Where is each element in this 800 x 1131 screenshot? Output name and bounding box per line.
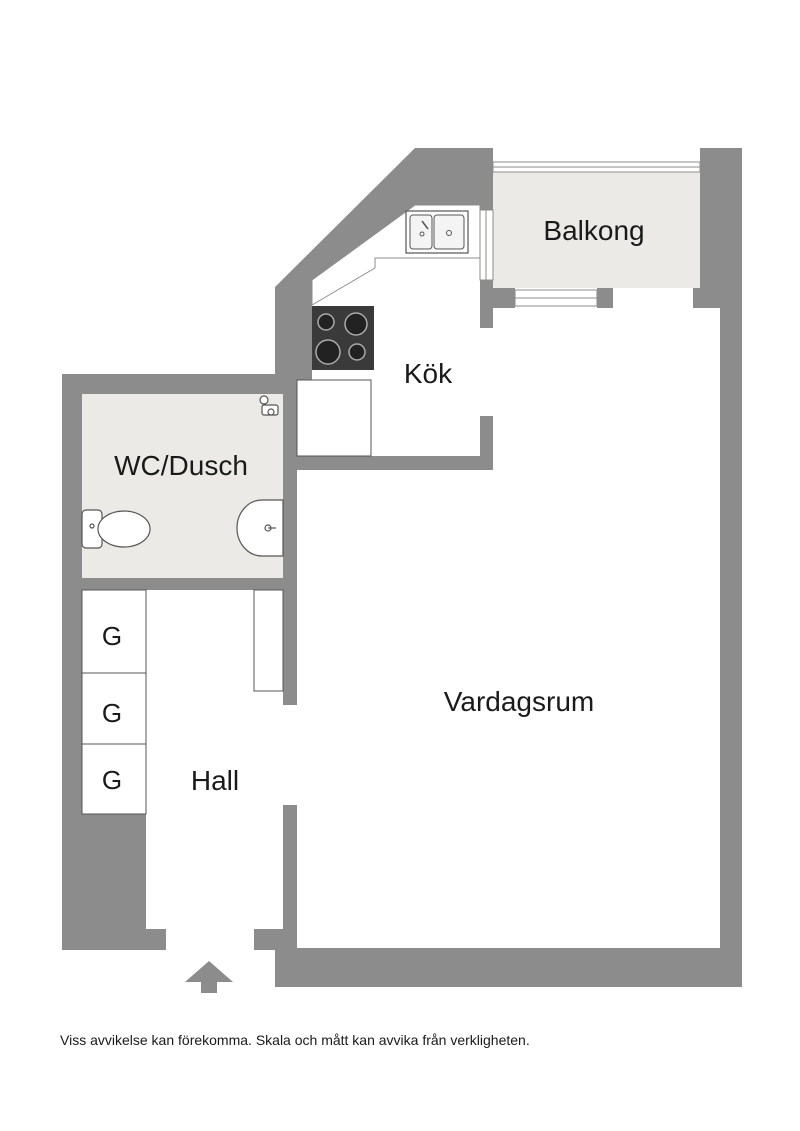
room-label-balkong: Balkong xyxy=(543,215,644,246)
hall-living-opening xyxy=(283,705,303,805)
toilet-icon xyxy=(81,509,151,549)
wall-balcony-left-top xyxy=(480,168,493,208)
kitchen-cabinet xyxy=(296,379,372,457)
wall-balcony-bottom-right xyxy=(597,288,613,308)
wall-balcony-bottom-left xyxy=(493,288,515,308)
wall-hall-corner xyxy=(62,814,146,929)
washbasin-icon xyxy=(236,499,284,557)
room-label-kok: Kök xyxy=(404,358,453,389)
entrance-arrow-icon xyxy=(185,961,233,993)
hall-wardrobes xyxy=(81,589,284,815)
wall-balcony-left-bottom xyxy=(480,280,493,328)
vardagsrum-floor xyxy=(297,308,720,948)
wardrobe-label-2: G xyxy=(102,698,122,728)
wardrobe-2 xyxy=(81,672,147,745)
wall-kitchen-stub xyxy=(480,416,493,470)
room-label-vardagsrum: Vardagsrum xyxy=(444,686,594,717)
windows xyxy=(479,161,701,307)
disclaimer-text: Viss avvikelse kan förekomma. Skala och … xyxy=(60,1032,530,1048)
wall-hall-living-bottom xyxy=(283,805,297,950)
balkong-floor xyxy=(493,172,700,288)
outer-wall-bottom-left xyxy=(62,929,166,950)
hall-door-gap xyxy=(166,929,254,951)
room-label-wc: WC/Dusch xyxy=(114,450,248,481)
shower-icon xyxy=(259,395,279,416)
wall-right-upper xyxy=(693,288,720,308)
floors xyxy=(82,172,720,951)
wardrobe-1 xyxy=(81,589,147,674)
wardrobe-3 xyxy=(81,743,147,815)
room-label-hall: Hall xyxy=(191,765,239,796)
inner-walls xyxy=(62,168,720,950)
wall-hall-living-top xyxy=(283,590,297,705)
wall-wc-bottom-left xyxy=(62,578,174,590)
wc-fixtures xyxy=(81,395,284,557)
wardrobe-label-1: G xyxy=(102,621,122,651)
wall-kitchen-bottom xyxy=(297,456,493,470)
wall-wc-bottom-right xyxy=(236,578,297,590)
kitchen-fixtures xyxy=(296,204,481,457)
hall-shelf xyxy=(253,589,284,692)
wardrobe-label-3: G xyxy=(102,765,122,795)
wall-wc-right xyxy=(283,374,297,570)
